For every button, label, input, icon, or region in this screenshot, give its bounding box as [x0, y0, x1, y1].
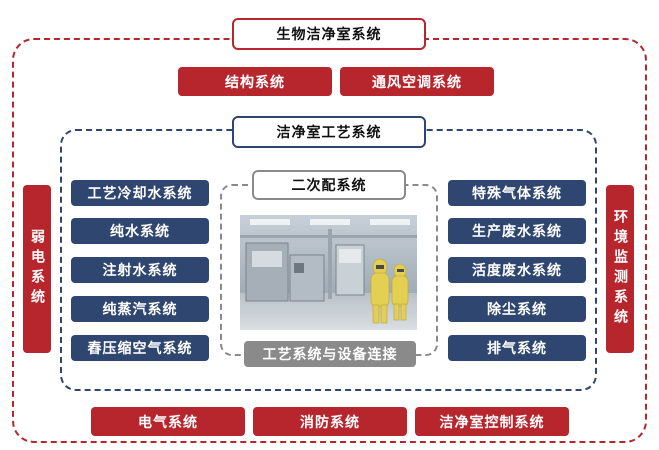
- center-title: 二次配系统: [252, 170, 406, 200]
- center-bottom-label: 工艺系统与设备连接: [244, 341, 416, 367]
- right-item-special-gas: 特殊气体系统: [448, 180, 586, 206]
- top-item-hvac: 通风空调系统: [340, 67, 494, 96]
- bottom-item-cleanroom-control: 洁净室控制系统: [415, 407, 569, 436]
- right-item-exhaust: 排气系统: [448, 335, 586, 361]
- right-item-active-wastewater: 活度废水系统: [448, 257, 586, 283]
- side-weak-current: 弱电系统: [23, 185, 51, 353]
- right-item-dust-removal: 除尘系统: [448, 296, 586, 322]
- left-item-compressed-air: 舂压缩空气系统: [71, 335, 209, 361]
- bottom-item-electrical: 电气系统: [91, 407, 245, 436]
- bottom-item-fire-protection: 消防系统: [253, 407, 407, 436]
- left-item-injection-water: 注射水系统: [71, 257, 209, 283]
- cleanroom-photo: [240, 215, 417, 330]
- left-item-pure-steam: 纯蒸汽系统: [71, 296, 209, 322]
- side-environment-monitoring: 环境监测系统: [606, 185, 634, 353]
- top-item-structure: 结构系统: [178, 67, 332, 96]
- right-item-production-wastewater: 生产废水系统: [448, 218, 586, 244]
- outer-title: 生物洁净室系统: [232, 18, 426, 50]
- left-item-pure-water: 纯水系统: [71, 218, 209, 244]
- left-item-cooling-water: 工艺冷却水系统: [71, 180, 209, 206]
- middle-title: 洁净室工艺系统: [232, 116, 426, 148]
